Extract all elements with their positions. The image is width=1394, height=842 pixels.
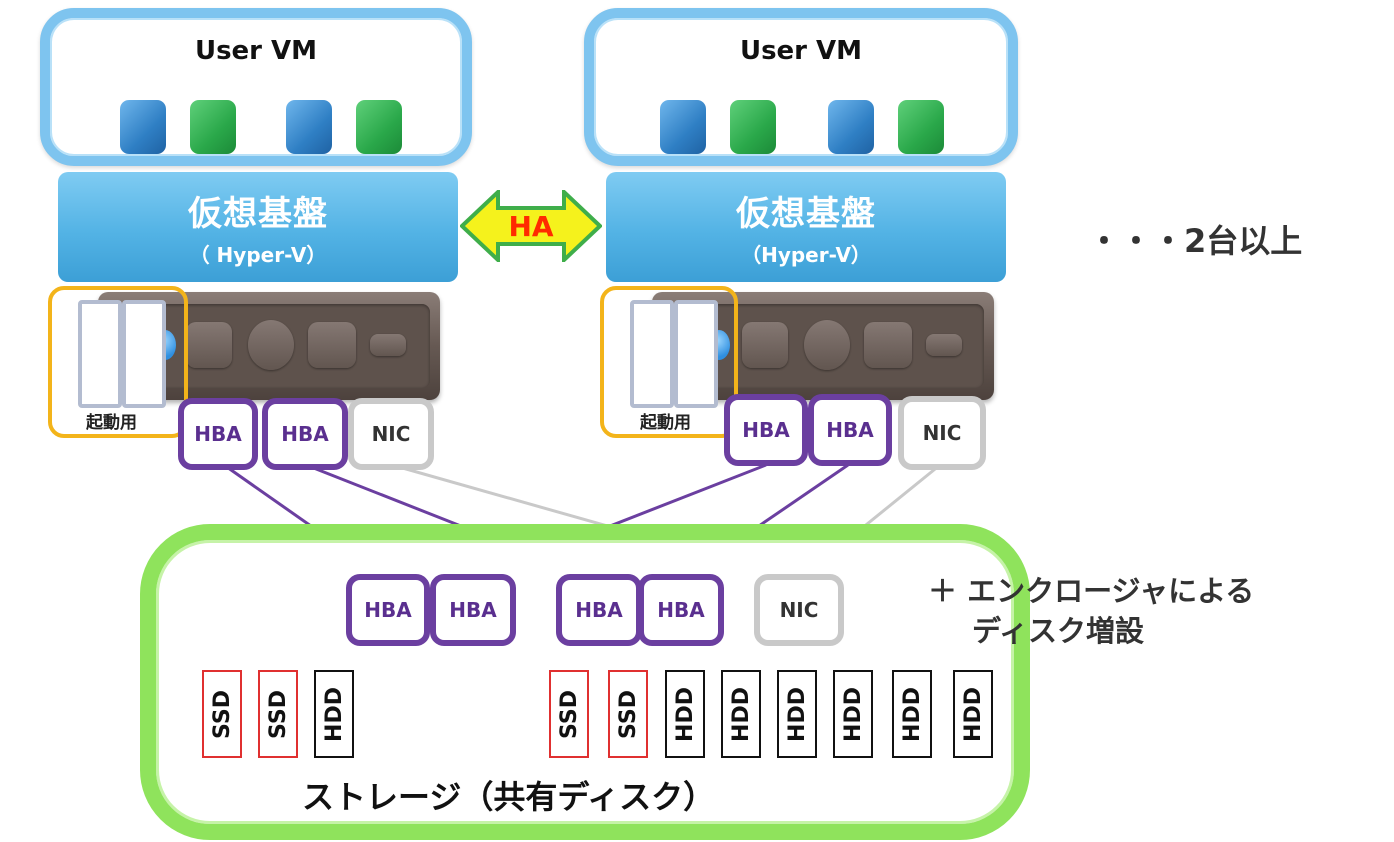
hdd-drive: HDD	[721, 670, 761, 758]
drive-label: SSD	[265, 689, 291, 739]
boot-label: 起動用	[86, 413, 137, 433]
drive-label: HDD	[899, 686, 925, 742]
storage-hba-port: HBA	[430, 574, 516, 646]
drive-label: HDD	[321, 686, 347, 742]
user-vm-box-1: User VM	[40, 8, 472, 166]
nic-port: NIC	[898, 396, 986, 470]
user-vm-box-2: User VM	[584, 8, 1018, 166]
enclosure-note-line2: ディスク増設	[972, 614, 1144, 648]
server-knob	[370, 334, 406, 356]
ssd-drive: SSD	[202, 670, 242, 758]
hdd-drive: HDD	[777, 670, 817, 758]
server-knob	[186, 322, 232, 368]
hypervisor-subtitle: （ Hyper-V）	[189, 243, 327, 267]
boot-disk-group-1: 起動用	[48, 286, 188, 438]
drive-label: HDD	[784, 686, 810, 742]
storage-hba-port: HBA	[346, 574, 430, 646]
server-knob	[926, 334, 962, 356]
double-arrow-icon	[460, 190, 602, 262]
hdd-drive: HDD	[665, 670, 705, 758]
boot-disk-group-2: 起動用	[600, 286, 738, 438]
hdd-drive: HDD	[314, 670, 354, 758]
server-knob	[864, 322, 912, 368]
boot-disk	[78, 300, 122, 408]
vm-green-block	[356, 100, 402, 154]
vm-green-block	[898, 100, 944, 154]
ha-label: HA	[508, 209, 554, 243]
server-knob	[248, 320, 294, 370]
scale-note: ・・・2台以上	[1088, 222, 1303, 260]
drive-label: HDD	[840, 686, 866, 742]
vm-blue-block	[828, 100, 874, 154]
vm-title: User VM	[194, 36, 318, 66]
nic-port: NIC	[348, 398, 434, 470]
server-knob	[308, 322, 356, 368]
boot-label: 起動用	[640, 413, 691, 433]
ssd-drive: SSD	[608, 670, 648, 758]
boot-disk	[122, 300, 166, 408]
boot-disk	[630, 300, 674, 408]
storage-hba-port: HBA	[556, 574, 642, 646]
drive-label: SSD	[615, 689, 641, 739]
hba-port: HBA	[808, 394, 892, 466]
boot-disk	[674, 300, 718, 408]
hypervisor-title: 仮想基盤	[188, 194, 328, 234]
ha-arrow: HA	[460, 190, 602, 262]
hba-port: HBA	[262, 398, 348, 470]
drive-label: HDD	[672, 686, 698, 742]
vm-green-block	[730, 100, 776, 154]
storage-hba-port: HBA	[638, 574, 724, 646]
hba-port: HBA	[724, 394, 808, 466]
hypervisor-subtitle: （Hyper-V）	[741, 243, 871, 267]
hba-port: HBA	[178, 398, 258, 470]
drive-label: SSD	[209, 689, 235, 739]
storage-nic-port: NIC	[754, 574, 844, 646]
ssd-drive: SSD	[258, 670, 298, 758]
vm-blue-block	[286, 100, 332, 154]
hdd-drive: HDD	[953, 670, 993, 758]
vm-green-block	[190, 100, 236, 154]
hdd-drive: HDD	[833, 670, 873, 758]
storage-title: ストレージ（共有ディスク）	[302, 778, 716, 816]
drive-label: HDD	[960, 686, 986, 742]
vm-blue-block	[660, 100, 706, 154]
drive-label: HDD	[728, 686, 754, 742]
server-knob	[742, 322, 788, 368]
ssd-drive: SSD	[549, 670, 589, 758]
hypervisor-1: 仮想基盤 （ Hyper-V）	[58, 172, 458, 282]
vm-blue-block	[120, 100, 166, 154]
hypervisor-title: 仮想基盤	[736, 194, 876, 234]
hdd-drive: HDD	[892, 670, 932, 758]
hypervisor-2: 仮想基盤 （Hyper-V）	[606, 172, 1006, 282]
vm-title: User VM	[739, 36, 863, 66]
enclosure-note-line1: ＋ エンクロージャによる	[928, 574, 1255, 608]
server-knob	[804, 320, 850, 370]
drive-label: SSD	[556, 689, 582, 739]
